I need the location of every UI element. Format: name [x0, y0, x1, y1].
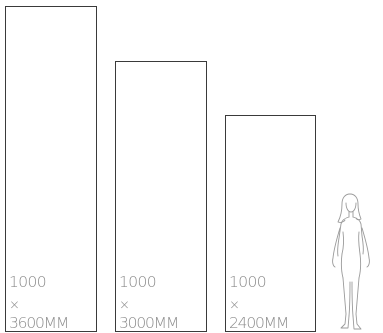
panel-height-text: 2400MM — [229, 313, 289, 332]
panel-size-label: 1000 × 3600MM — [9, 273, 69, 332]
times-sign: × — [229, 297, 240, 313]
panel-width-text: 1000 — [229, 273, 267, 291]
panel-1000x2400: 1000 × 2400MM — [225, 115, 316, 332]
woman-silhouette-icon — [332, 193, 370, 330]
panel-size-label: 1000 × 3000MM — [119, 273, 179, 332]
panel-width-text: 1000 — [119, 273, 157, 291]
times-sign: × — [9, 297, 20, 313]
panel-1000x3000: 1000 × 3000MM — [115, 61, 207, 332]
panel-height-text: 3600MM — [9, 313, 69, 332]
panel-size-label: 1000 × 2400MM — [229, 273, 289, 332]
panel-width-text: 1000 — [9, 273, 47, 291]
panel-height-text: 3000MM — [119, 313, 179, 332]
panel-1000x3600: 1000 × 3600MM — [5, 6, 97, 332]
times-sign: × — [119, 297, 130, 313]
